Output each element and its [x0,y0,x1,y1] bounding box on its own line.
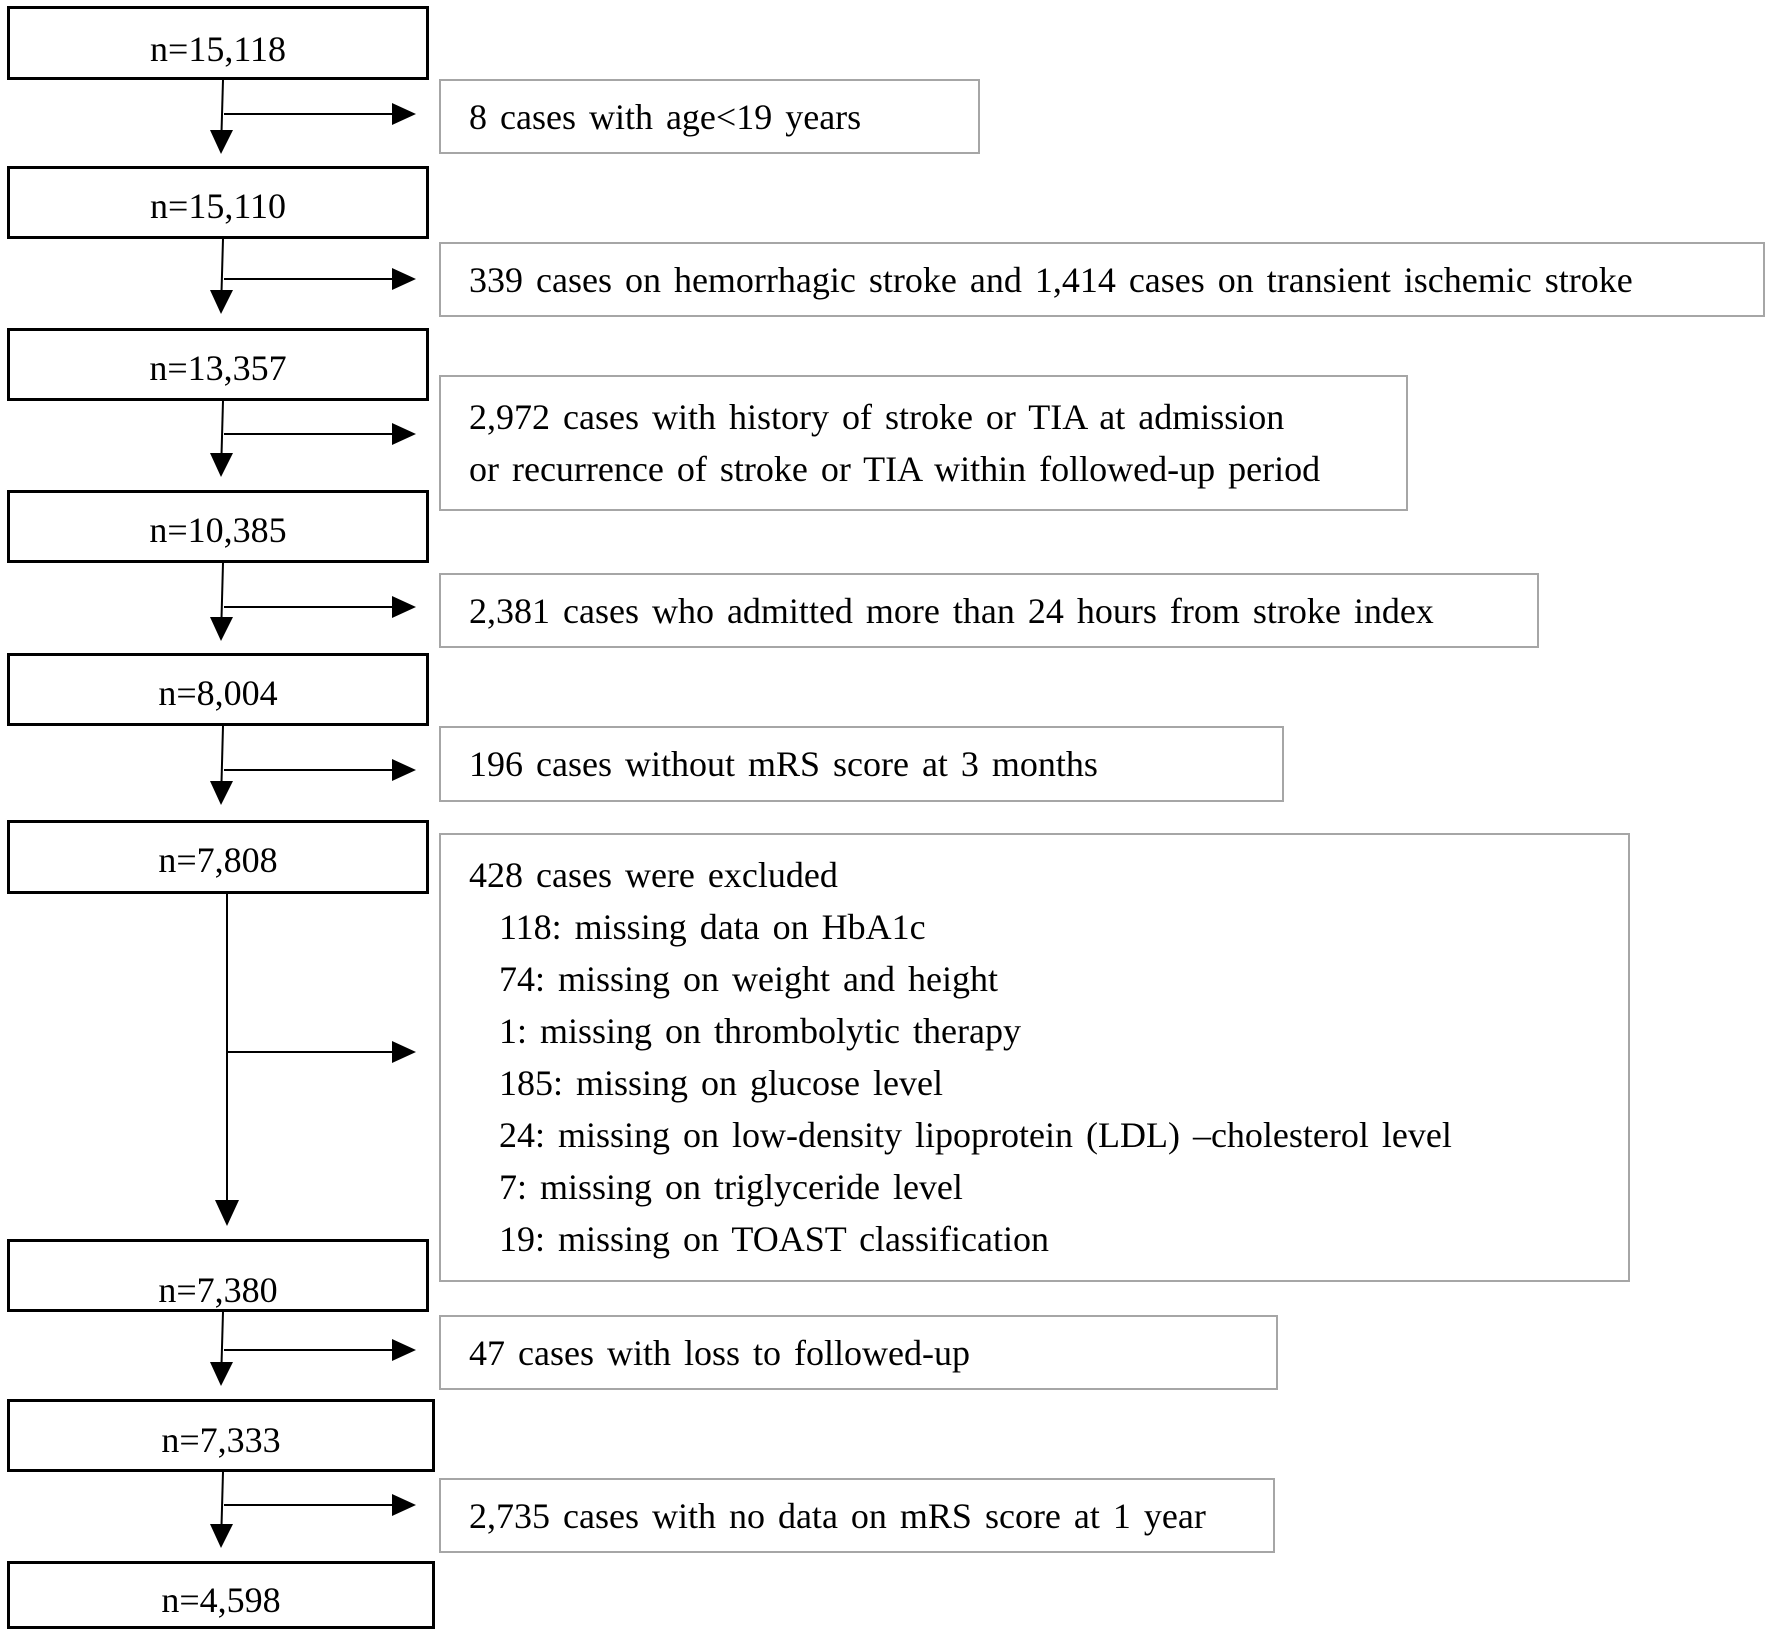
exclusion-box-5: 196 cases without mRS score at 3 months [439,726,1284,802]
exclusion-item: 118: missing data on HbA1c [499,907,926,947]
count-box-1: n=15,118 [7,6,429,80]
exclusion-box-8: 2,735 cases with no data on mRS score at… [439,1478,1275,1553]
exclusion-text: 47 cases with loss to followed-up [469,1333,970,1373]
exclusion-box-4: 2,381 cases who admitted more than 24 ho… [439,573,1539,648]
count-box-7: n=7,380 [7,1239,429,1312]
exclusion-text: 2,381 cases who admitted more than 24 ho… [469,591,1434,631]
exclusion-item: 1: missing on thrombolytic therapy [499,1011,1021,1051]
exclusion-item: 7: missing on triglyceride level [499,1167,963,1207]
exclusion-text: 2,735 cases with no data on mRS score at… [469,1496,1206,1536]
exclusion-item: 74: missing on weight and height [499,959,998,999]
count-box-9: n=4,598 [7,1561,435,1629]
exclusion-box-1: 8 cases with age<19 years [439,79,980,154]
exclusion-item: 185: missing on glucose level [499,1063,943,1103]
count-box-5: n=8,004 [7,653,429,726]
exclusion-text: or recurrence of stroke or TIA within fo… [469,449,1321,489]
exclusion-text: 8 cases with age<19 years [469,97,862,137]
exclusion-box-3: 2,972 cases with history of stroke or TI… [439,375,1408,511]
count-box-3: n=13,357 [7,328,429,401]
count-box-2: n=15,110 [7,166,429,239]
exclusion-text: 196 cases without mRS score at 3 months [469,744,1098,784]
exclusion-text: 339 cases on hemorrhagic stroke and 1,41… [469,260,1633,300]
count-box-6: n=7,808 [7,820,429,894]
exclusion-heading: 428 cases were excluded [469,855,838,895]
exclusion-box-6: 428 cases were excluded 118: missing dat… [439,833,1630,1282]
exclusion-item: 19: missing on TOAST classification [499,1219,1050,1259]
exclusion-box-7: 47 cases with loss to followed-up [439,1315,1278,1390]
exclusion-text: 2,972 cases with history of stroke or TI… [469,397,1285,437]
count-box-4: n=10,385 [7,490,429,563]
exclusion-item: 24: missing on low-density lipoprotein (… [499,1115,1452,1155]
count-box-8: n=7,333 [7,1399,435,1472]
exclusion-box-2: 339 cases on hemorrhagic stroke and 1,41… [439,242,1765,317]
